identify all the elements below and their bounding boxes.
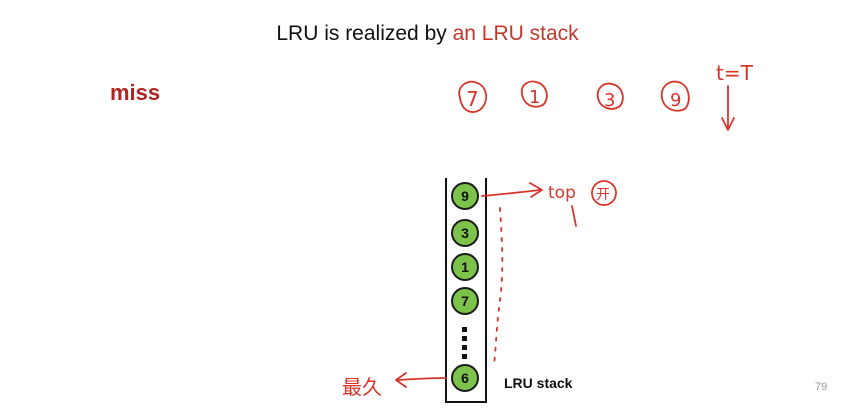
top-circled-text: 开 (596, 187, 610, 203)
ref-item-1: 7 (458, 80, 488, 113)
ref-item-3: 3 (596, 82, 624, 111)
stack-item-1-label: 9 (461, 188, 469, 204)
time-arrow-head (721, 117, 735, 131)
bottom-arrow-shaft (397, 377, 447, 381)
top-pointer: top 开 (481, 180, 617, 227)
dotted-trail (493, 207, 504, 365)
stack-ellipsis (462, 327, 467, 359)
ref-item-3-label: 3 (604, 90, 615, 111)
top-arrow-shaft (481, 189, 541, 197)
title-accent-text: an LRU stack (452, 22, 579, 45)
bottom-label: 最久 (342, 375, 382, 399)
top-arrow-head (529, 182, 543, 198)
ref-item-2: 1 (520, 80, 548, 108)
stack-item-5-label: 6 (461, 370, 469, 386)
time-note: t=T (716, 61, 754, 85)
slide-title: LRU is realized by an LRU stack (0, 22, 855, 46)
stack-label: LRU stack (504, 375, 573, 391)
ref-item-4: 9 (660, 80, 690, 112)
stack-item-2-label: 3 (461, 225, 469, 241)
reference-string: 7 1 3 9 (458, 80, 690, 113)
top-label: top (548, 183, 576, 203)
miss-label: miss (110, 80, 161, 105)
stack-container (445, 178, 487, 403)
stack-item-3-label: 1 (461, 259, 469, 275)
lru-stack: 9 3 1 7 6 (445, 178, 487, 403)
top-tick (571, 205, 577, 227)
stack-item-3: 1 (451, 253, 479, 281)
page-number: 79 (815, 381, 828, 393)
bottom-arrow-head (395, 372, 407, 388)
time-annotation: t=T (716, 61, 754, 131)
ref-item-4-label: 9 (670, 90, 681, 111)
ref-item-2-label: 1 (529, 87, 540, 108)
stack-item-4: 7 (451, 287, 479, 315)
bottom-pointer: 最久 (342, 372, 447, 399)
stack-item-1: 9 (451, 182, 479, 210)
stack-item-4-label: 7 (461, 293, 469, 309)
stack-item-5: 6 (451, 364, 479, 392)
stack-item-2: 3 (451, 219, 479, 247)
top-circle-mark (591, 180, 617, 206)
ref-item-1-label: 7 (466, 87, 479, 111)
title-text: LRU is realized by (276, 22, 453, 45)
